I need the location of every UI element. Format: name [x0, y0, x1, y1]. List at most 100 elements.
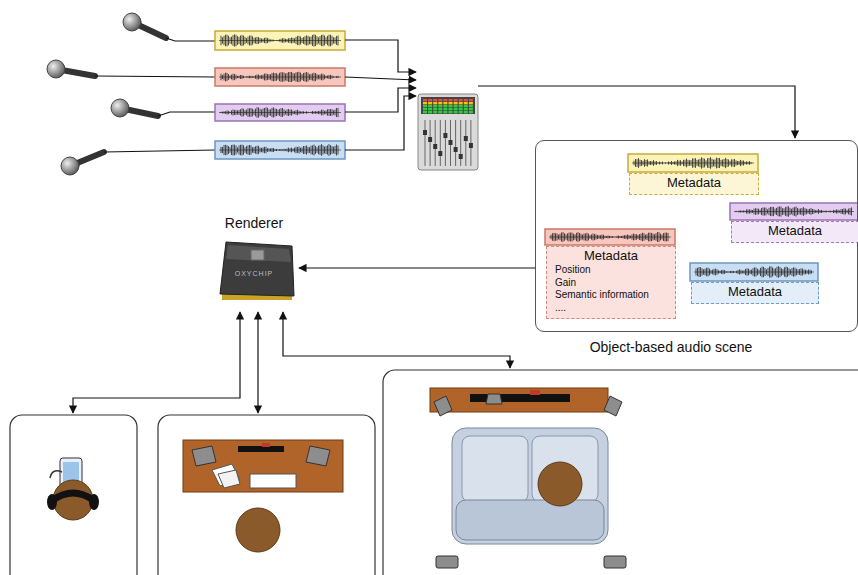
renderer-chip-part — [251, 250, 264, 260]
mixing-console-part — [459, 154, 463, 159]
waveform-object-part — [628, 154, 758, 172]
living-room-listener-part — [604, 556, 626, 568]
mixing-console-part — [464, 99, 468, 101]
waveform-object-part — [730, 203, 858, 220]
living-room-listener-part — [538, 462, 582, 506]
headphone-listener-part — [89, 494, 99, 510]
mixing-console-part — [430, 120, 431, 166]
mixing-console-part — [460, 120, 461, 166]
waveform-track-part — [219, 112, 341, 113]
metadata-title: Metadata — [636, 175, 752, 191]
mixing-console-part — [433, 105, 437, 107]
mixing-console-part — [421, 97, 475, 114]
mixing-console-part — [438, 108, 442, 110]
waveform-track-part — [215, 141, 345, 159]
track-wire-part — [345, 40, 416, 72]
headphone-listener — [47, 458, 99, 520]
mixing-console-part — [433, 102, 437, 104]
listening-room-part — [383, 370, 858, 575]
mixing-console-part — [464, 136, 468, 141]
audio-scene-panel: Object-based audio sceneMetadataMetadata… — [535, 140, 858, 332]
track-wire-part — [345, 77, 416, 80]
mixing-console-part — [454, 111, 458, 113]
living-room-listener-part — [436, 556, 458, 568]
waveform-object-part — [549, 237, 671, 238]
mixing-console-part — [438, 99, 442, 101]
renderer-node: RendererOXYCHIP — [210, 213, 298, 305]
desk-listener-part — [262, 443, 270, 447]
renderer-chip-part — [226, 245, 291, 262]
connector-arrow — [299, 267, 535, 268]
mixing-console-part — [445, 120, 446, 166]
mixing-console-part — [433, 111, 437, 113]
mixing-console-part — [443, 111, 447, 113]
waveform-object-part — [734, 211, 854, 212]
mixing-console-part — [423, 108, 427, 110]
headphone-listener-part — [50, 471, 62, 478]
mixing-console-part — [423, 130, 427, 135]
headphone-listener-part — [53, 493, 93, 500]
metadata-box: MetadataPositionGainSemantic information… — [546, 246, 676, 319]
desk-listener-part — [236, 508, 280, 552]
mixing-console-part — [449, 105, 453, 107]
mixing-console-part — [418, 94, 478, 170]
cable — [95, 38, 215, 152]
listening-room — [10, 370, 858, 575]
desk-listener-part — [183, 440, 343, 492]
mixing-console-part — [433, 99, 437, 101]
desk-listener-part — [238, 446, 284, 452]
mixing-console-part — [438, 102, 442, 104]
listening-room-part — [158, 415, 375, 575]
living-room-listener-part — [530, 390, 540, 395]
waveform-object — [730, 203, 858, 220]
mixing-console-part — [443, 108, 447, 110]
metadata-field: Semantic information — [553, 289, 669, 302]
mixing-console-part — [454, 102, 458, 104]
mixing-console-part — [454, 105, 458, 107]
mixing-console-part — [433, 144, 437, 149]
mixing-console-part — [449, 111, 453, 113]
mixing-console-part — [428, 108, 432, 110]
waveform-track — [215, 31, 345, 50]
mixing-console-part — [464, 102, 468, 104]
mixing-console-part — [433, 108, 437, 110]
desk-listener-part — [192, 446, 216, 466]
mixing-console-part — [438, 105, 442, 107]
mixing-console-part — [449, 102, 453, 104]
renderer-link-part — [73, 312, 240, 413]
headphone-listener-part — [53, 480, 93, 520]
living-room-listener-part — [430, 388, 608, 412]
track-wire-part — [345, 96, 416, 150]
mixing-console-part — [459, 105, 463, 107]
renderer-link-part — [283, 312, 510, 368]
mixing-console-part — [428, 111, 432, 113]
mixing-console-part — [449, 140, 453, 145]
cable-part — [104, 150, 215, 152]
living-room-listener-part — [434, 396, 452, 416]
mixing-console-part — [443, 105, 447, 107]
renderer-chip-part — [220, 242, 294, 296]
mixing-console-part — [423, 105, 427, 107]
mixing-console-part — [459, 108, 463, 110]
waveform-object-part — [545, 229, 675, 245]
metadata-box: Metadata — [691, 282, 819, 304]
mixing-console-part — [469, 111, 473, 113]
living-room-listener — [430, 388, 626, 568]
mixer-output-part — [478, 86, 795, 138]
mixing-console-part — [464, 105, 468, 107]
mixing-console-part — [438, 151, 442, 156]
mixing-console — [418, 94, 478, 170]
mixing-console-part — [455, 120, 456, 166]
mixing-console-part — [469, 99, 473, 101]
mixing-console-part — [428, 99, 432, 101]
mixer-output — [478, 86, 795, 138]
mixing-console-part — [428, 137, 432, 142]
headphone-listener-part — [47, 494, 57, 510]
mixing-console-part — [454, 99, 458, 101]
scene-caption: Object-based audio scene — [536, 339, 806, 355]
mixing-console-part — [425, 120, 426, 166]
mixing-console-part — [459, 111, 463, 113]
renderer-link-part — [257, 312, 258, 413]
mixing-console-part — [464, 111, 468, 113]
